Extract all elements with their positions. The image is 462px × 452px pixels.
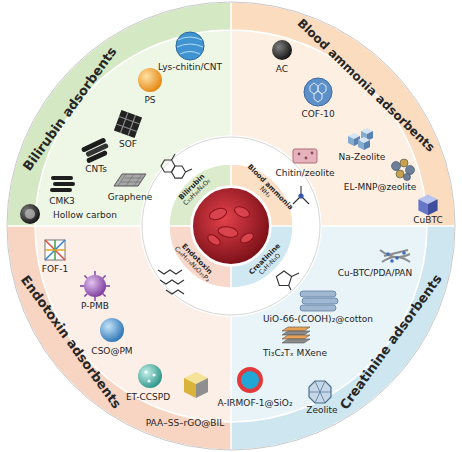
material-label: Lys-chitin/CNT <box>158 63 222 73</box>
material-label: Graphene <box>108 193 152 203</box>
sector-fill <box>169 226 231 288</box>
material-label: Chitin/zeolite <box>275 169 334 179</box>
analyte-segment: CreatinineC₄H₇N₃O <box>231 226 293 288</box>
material-label: Zeolite <box>306 406 337 416</box>
material-label: PAA–SS–rGO@BIL <box>146 419 224 429</box>
material-label: Na-Zeolite <box>339 153 386 163</box>
analyte-segment: BilirubinC₃₃H₃₆N₄O₆ <box>169 164 231 226</box>
material-label: Cu-BTC/PDA/PAN <box>338 269 413 279</box>
material-label: AC <box>276 65 288 75</box>
sector-fill <box>231 2 455 226</box>
sector-fill <box>231 226 455 450</box>
material-label: COF-10 <box>301 110 334 120</box>
material-label: CSO@PM <box>91 347 132 357</box>
material-label: Ti₃C₂Tₓ MXene <box>263 349 327 359</box>
material-label: PS <box>144 96 155 106</box>
analyte-segment: EndotoxinC₉₄H₁₇₈N₂O₂₅P₂ <box>169 226 231 288</box>
material-label: UiO-66-(COOH)₂@cotton <box>263 315 373 325</box>
sector-fill <box>231 226 293 288</box>
sector-fill <box>7 2 231 226</box>
sector-fill <box>169 164 231 226</box>
material-label: A-IRMOF-1@SiO₂ <box>217 399 292 409</box>
sector-fill <box>7 226 231 450</box>
material-label: ET-CCSPD <box>126 393 170 403</box>
material-label: FOF-1 <box>42 265 68 275</box>
material-label: CuBTC <box>413 216 442 226</box>
material-label: Hollow carbon <box>53 211 117 221</box>
material-label: EL-MNP@zeolite <box>344 183 417 193</box>
material-label: CNTs <box>85 165 107 175</box>
material-label: P-PMB <box>81 302 109 312</box>
material-label: SOF <box>119 140 137 150</box>
material-label: CMK3 <box>49 197 75 207</box>
